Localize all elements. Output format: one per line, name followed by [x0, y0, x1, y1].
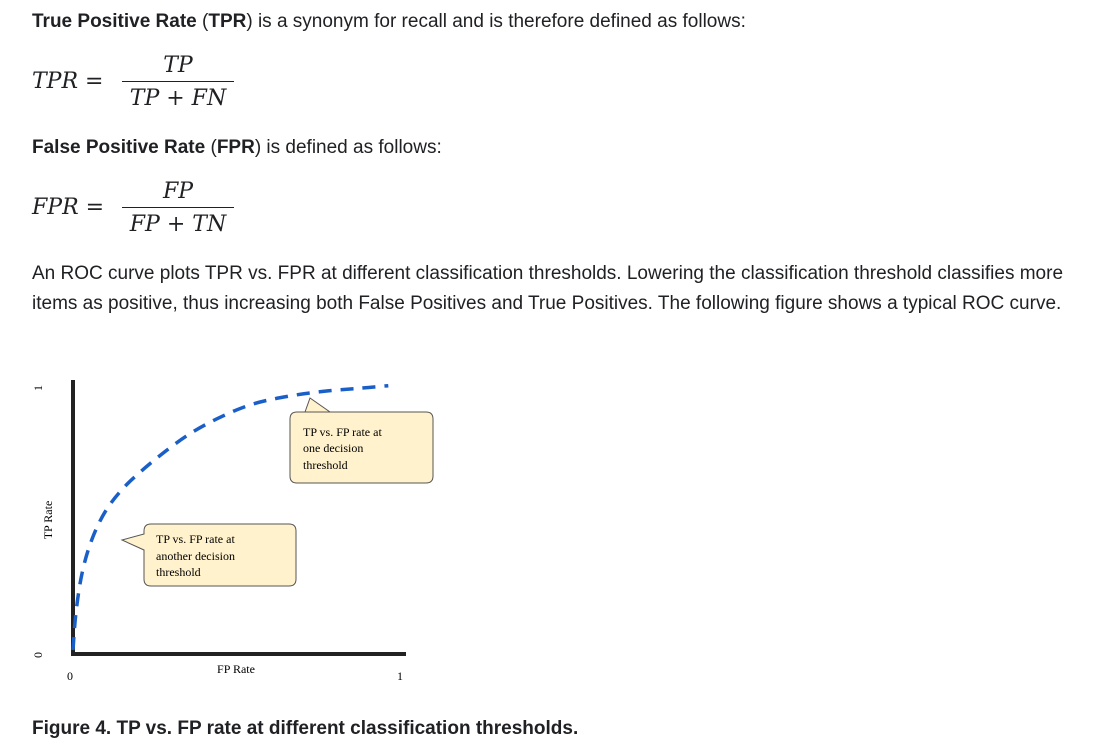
tpr-numerator: TP [163, 53, 193, 78]
fpr-open-paren: ( [205, 137, 217, 158]
roc-figure: 1 0 TP Rate 0 1 FP Rate TP vs. FP rate a… [30, 370, 450, 690]
fpr-denominator: FP + TN [129, 212, 227, 237]
fpr-definition-paragraph: False Positive Rate (FPR) is defined as … [32, 133, 442, 163]
x-tick-label-0: 0 [67, 669, 73, 683]
roc-description-paragraph: An ROC curve plots TPR vs. FPR at differ… [32, 263, 1064, 314]
tpr-definition-paragraph: True Positive Rate (TPR) is a synonym fo… [32, 7, 746, 37]
fpr-fraction-bar [122, 207, 234, 208]
figure-caption: Figure 4. TP vs. FP rate at different cl… [32, 718, 579, 739]
tpr-definition-text: ) is a synonym for recall and is therefo… [246, 11, 746, 32]
roc-chart: 1 0 TP Rate 0 1 FP Rate TP vs. FP rate a… [31, 380, 434, 683]
tpr-term: True Positive Rate [32, 11, 197, 32]
x-tick-label-1: 1 [397, 669, 403, 683]
fpr-formula-lhs: FPR = [32, 195, 105, 220]
callout-upper-bubble [289, 397, 434, 484]
tpr-abbreviation: TPR [208, 11, 247, 32]
tpr-open-paren: ( [196, 11, 209, 32]
callout-upper-line-2: one decision [303, 441, 363, 455]
fpr-definition-text: ) is defined as follows: [254, 137, 442, 158]
x-axis-label: FP Rate [217, 662, 255, 676]
roc-curve-line [71, 383, 389, 651]
tpr-fraction-bar [122, 81, 234, 82]
callout-lower-line-1: TP vs. FP rate at [156, 532, 235, 546]
fpr-numerator: FP [162, 179, 194, 204]
callout-lower-line-3: threshold [156, 565, 201, 579]
fpr-term: False Positive Rate [32, 137, 206, 158]
tpr-denominator: TP + FN [129, 86, 227, 111]
callout-lower-bubble [120, 523, 297, 587]
tpr-formula-lhs: TPR = [32, 69, 104, 94]
y-axis-label: TP Rate [41, 501, 55, 540]
callout-lower-line-2: another decision [156, 549, 235, 563]
callout-upper-line-1: TP vs. FP rate at [303, 425, 382, 439]
y-tick-label-1: 1 [31, 385, 45, 391]
fpr-abbreviation: FPR [216, 137, 255, 158]
y-tick-label-0: 0 [31, 652, 45, 658]
tpr-fraction: TP TP + FN [122, 52, 234, 113]
fpr-fraction: FP FP + TN [122, 178, 234, 239]
callout-upper-line-3: threshold [303, 458, 348, 472]
